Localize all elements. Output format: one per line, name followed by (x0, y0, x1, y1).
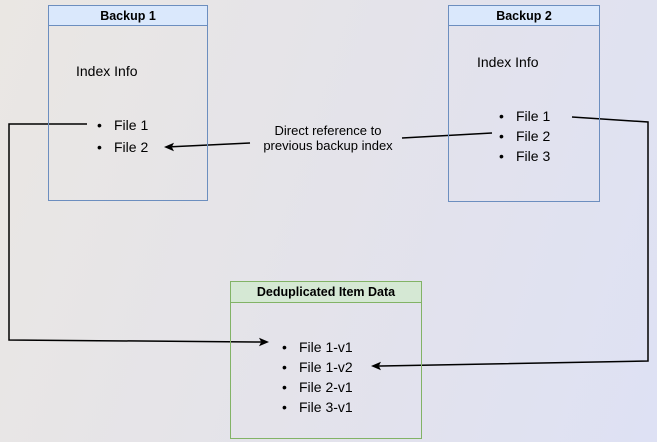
list-item: File 3 (497, 146, 550, 166)
backup1-title: Backup 1 (49, 6, 207, 26)
list-item: File 2 (497, 126, 550, 146)
list-item: File 1 (95, 114, 148, 136)
dedup-title: Deduplicated Item Data (231, 282, 421, 303)
backup2-file-list: File 1 File 2 File 3 (497, 106, 550, 166)
list-item: File 2 (95, 136, 148, 158)
backup2-subtitle: Index Info (477, 54, 539, 70)
backup1-box: Backup 1 Index Info File 1 File 2 (48, 5, 208, 201)
backup1-subtitle: Index Info (76, 63, 138, 79)
list-item: File 1 (497, 106, 550, 126)
list-item: File 1-v2 (280, 357, 353, 377)
list-item: File 1-v1 (280, 337, 353, 357)
list-item: File 3-v1 (280, 397, 353, 417)
dedup-file-list: File 1-v1 File 1-v2 File 2-v1 File 3-v1 (280, 337, 353, 417)
backup2-box: Backup 2 Index Info File 1 File 2 File 3 (448, 5, 600, 202)
arrow-label: Direct reference to previous backup inde… (233, 123, 423, 153)
deduplicated-item-data-box: Deduplicated Item Data File 1-v1 File 1-… (230, 281, 422, 439)
arrow-label-line1: Direct reference to (274, 123, 382, 138)
backup2-title: Backup 2 (449, 6, 599, 26)
backup1-file-list: File 1 File 2 (95, 114, 148, 158)
list-item: File 2-v1 (280, 377, 353, 397)
arrow-label-line2: previous backup index (263, 138, 393, 153)
